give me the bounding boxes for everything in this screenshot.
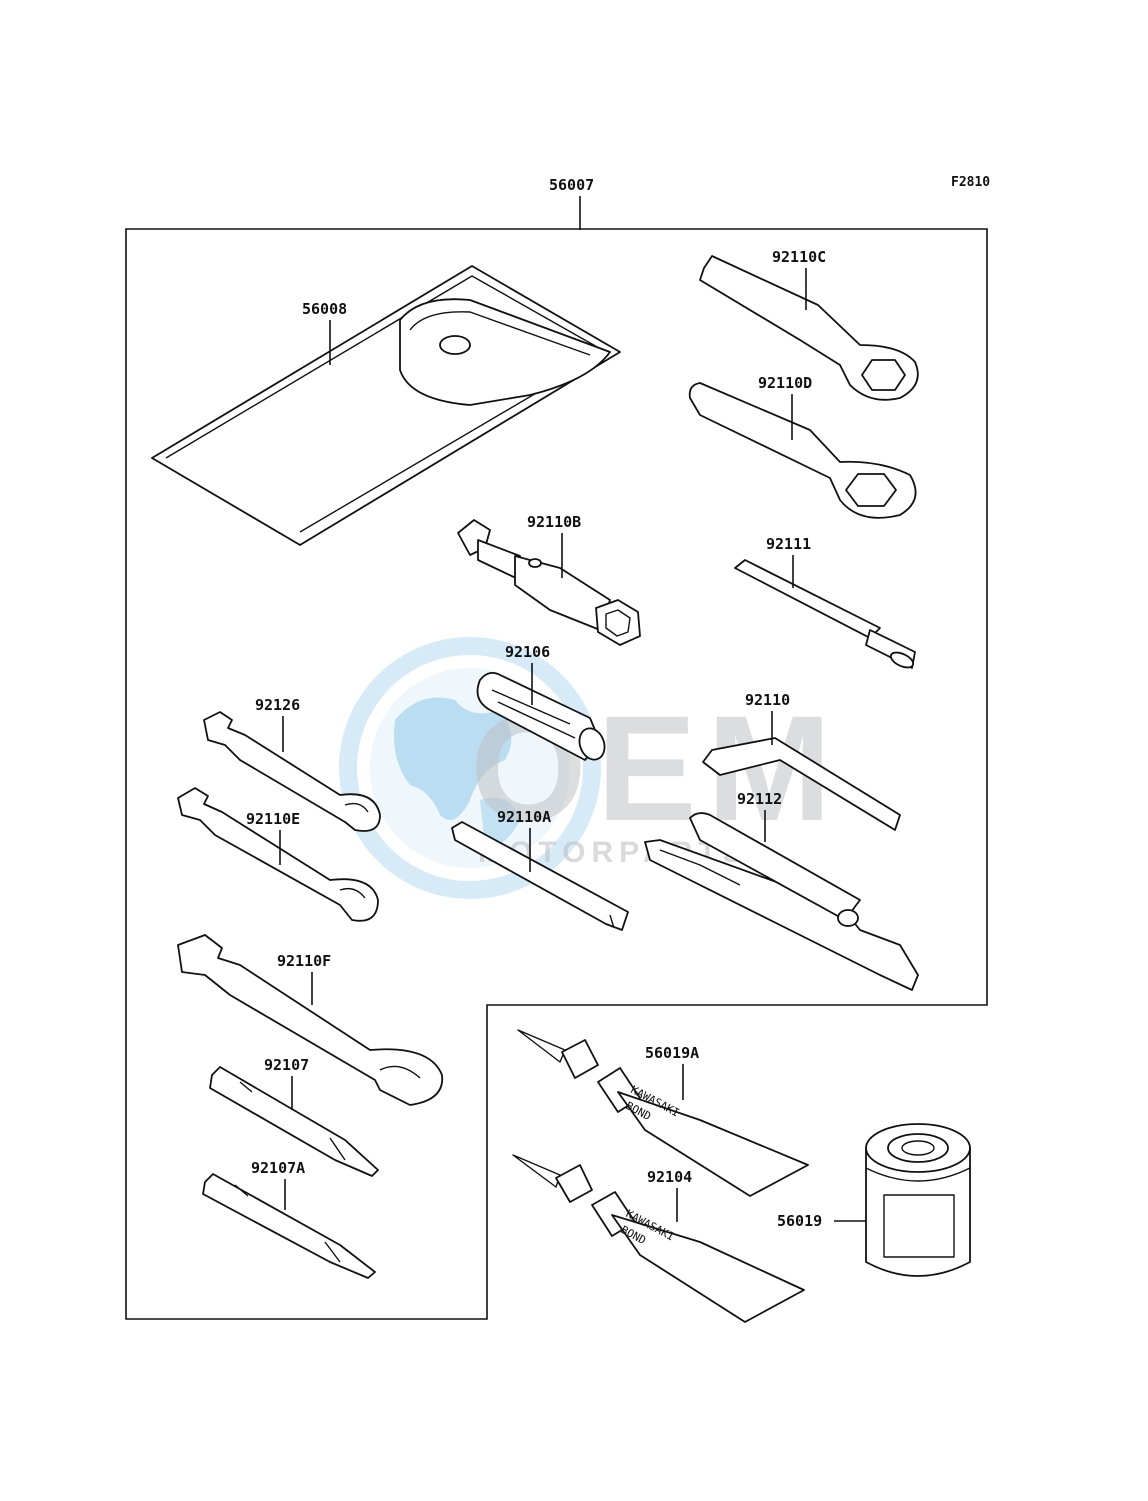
part-label-56007[interactable]: 56007 <box>549 176 594 194</box>
hex-key-92110[interactable] <box>702 737 901 831</box>
grease-can-56019[interactable] <box>865 1123 971 1277</box>
ring-spanner-92110d[interactable] <box>688 382 917 519</box>
flat-tool-92110a[interactable] <box>451 821 629 931</box>
part-label-92110b[interactable]: 92110B <box>527 513 581 531</box>
pliers-92112[interactable] <box>644 812 919 991</box>
driver-handle-92106[interactable] <box>476 671 609 763</box>
part-label-92110e[interactable]: 92110E <box>246 810 300 828</box>
rod-92111[interactable] <box>734 559 916 671</box>
bond-tube-56019a[interactable]: KAWASAKI BOND <box>517 1029 809 1197</box>
part-label-92104[interactable]: 92104 <box>647 1168 692 1186</box>
screwdriver-bit-92107[interactable] <box>209 1066 379 1177</box>
ring-spanner-92110c[interactable] <box>699 255 919 401</box>
part-label-92107[interactable]: 92107 <box>264 1056 309 1074</box>
open-wrench-92126[interactable] <box>203 711 381 832</box>
open-wrench-92110e[interactable] <box>177 787 379 922</box>
plug-socket-92110b[interactable] <box>457 519 641 646</box>
bond-tube-92104[interactable]: KAWASAKI BOND <box>512 1154 805 1323</box>
part-label-56019[interactable]: 56019 <box>777 1212 822 1230</box>
part-label-92110d[interactable]: 92110D <box>758 374 812 392</box>
part-label-92106[interactable]: 92106 <box>505 643 550 661</box>
part-label-56008[interactable]: 56008 <box>302 300 347 318</box>
tool-bag[interactable] <box>151 265 621 546</box>
open-wrench-92110f[interactable] <box>177 934 444 1106</box>
part-label-92126[interactable]: 92126 <box>255 696 300 714</box>
part-label-92111[interactable]: 92111 <box>766 535 811 553</box>
part-label-92112[interactable]: 92112 <box>737 790 782 808</box>
toolkit-outline <box>125 228 988 1320</box>
part-label-92107a[interactable]: 92107A <box>251 1159 305 1177</box>
screwdriver-bit-92107a[interactable] <box>202 1173 376 1279</box>
part-label-92110a[interactable]: 92110A <box>497 808 551 826</box>
part-label-92110c[interactable]: 92110C <box>772 248 826 266</box>
part-label-56019a[interactable]: 56019A <box>645 1044 699 1062</box>
part-label-92110f[interactable]: 92110F <box>277 952 331 970</box>
part-label-92110[interactable]: 92110 <box>745 691 790 709</box>
figure-code: F2810 <box>951 175 990 190</box>
